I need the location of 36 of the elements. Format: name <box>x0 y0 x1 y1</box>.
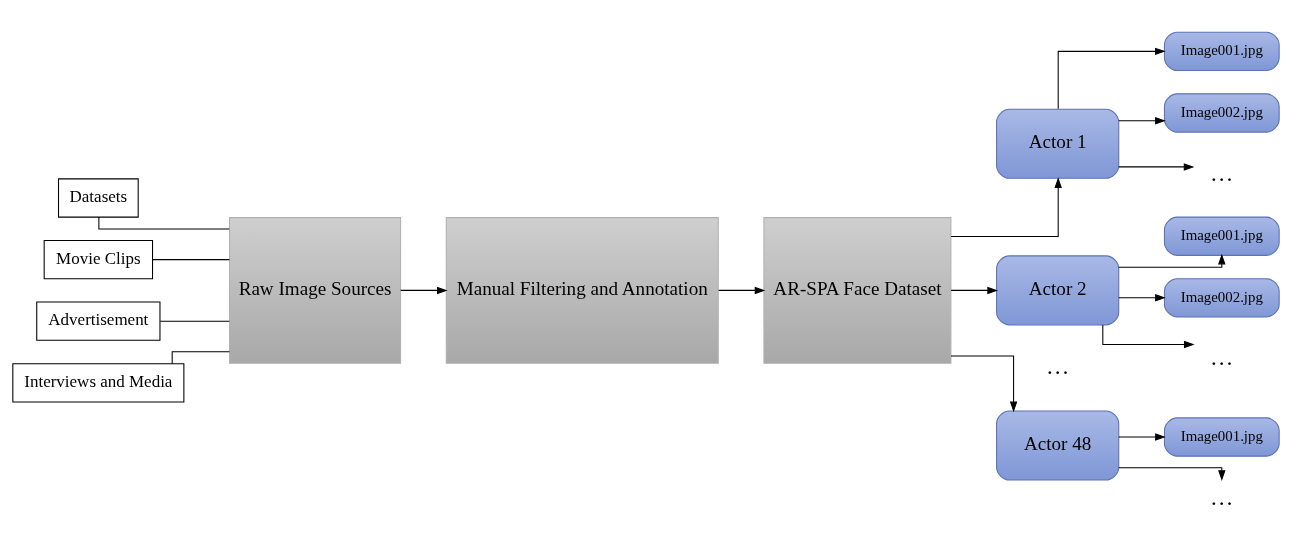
node-box: Movie Clips <box>43 239 154 280</box>
connector <box>98 216 230 230</box>
node-box: Image001.jpg <box>1163 216 1280 256</box>
node-box: Image001.jpg <box>1163 31 1280 71</box>
arrow <box>1057 47 1166 110</box>
node-box: Raw Image Sources <box>229 217 402 364</box>
label: … <box>1045 352 1070 379</box>
node-box: Datasets <box>58 178 139 218</box>
node-box: Image001.jpg <box>1163 417 1280 457</box>
node-text: … <box>1210 159 1234 186</box>
arrow <box>1118 163 1195 171</box>
arrow <box>950 286 998 295</box>
node-box: Actor 48 <box>996 410 1120 481</box>
node-box: Advertisement <box>36 301 161 341</box>
connector <box>171 351 230 365</box>
node-box: Image002.jpg <box>1163 93 1280 133</box>
node-box: Interviews and Media <box>12 363 185 403</box>
node-box: AR-SPA Face Dataset <box>763 217 952 364</box>
arrow <box>950 177 1062 237</box>
arrow <box>1102 324 1195 349</box>
arrow <box>1118 116 1166 125</box>
arrow <box>718 286 766 295</box>
connector <box>152 259 230 261</box>
connector <box>159 320 230 322</box>
arrow <box>950 355 1018 413</box>
node-box: Image002.jpg <box>1163 278 1280 318</box>
node-text: … <box>1210 483 1234 510</box>
arrow <box>1118 294 1166 302</box>
arrow <box>1118 467 1226 481</box>
arrow <box>1118 433 1166 441</box>
node-box: Manual Filtering and Annotation <box>445 217 719 364</box>
node-box: Actor 2 <box>996 255 1120 326</box>
arrow <box>400 286 448 295</box>
node-text: … <box>1210 344 1234 371</box>
arrow <box>1118 253 1226 268</box>
node-box: Actor 1 <box>996 108 1120 179</box>
